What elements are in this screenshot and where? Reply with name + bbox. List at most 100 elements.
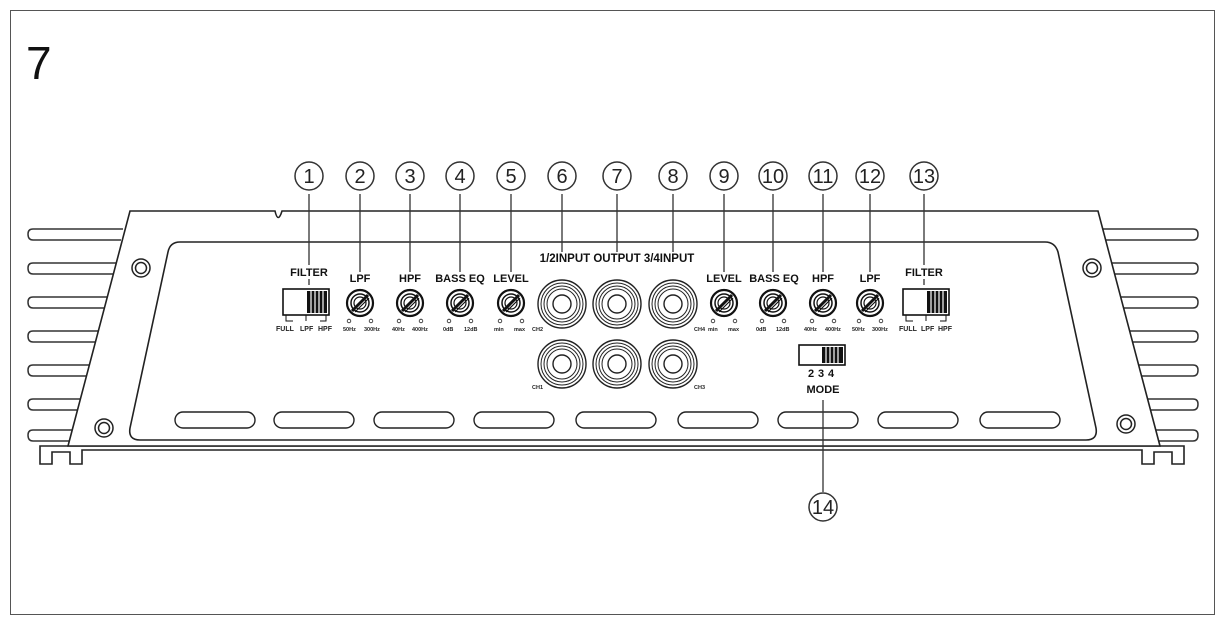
svg-text:6: 6 (556, 166, 567, 188)
callout-14: 14 (808, 492, 838, 522)
label-filter-right: FILTER (905, 267, 943, 279)
vent-slots (174, 411, 1061, 429)
svg-text:FULL: FULL (899, 326, 918, 333)
channel-labels: CH2 CH4 CH1 CH3 (532, 327, 706, 391)
svg-text:max: max (728, 327, 740, 333)
svg-text:0dB: 0dB (756, 327, 766, 333)
svg-text:12dB: 12dB (776, 327, 789, 333)
knob-hpf-left[interactable] (395, 288, 425, 318)
filter-switch-right[interactable]: FULL LPF HPF (899, 288, 953, 333)
callout-8: 8 (658, 161, 688, 191)
svg-text:9: 9 (718, 166, 729, 188)
svg-text:3: 3 (404, 166, 415, 188)
label-lpf-right: LPF (860, 273, 881, 285)
svg-text:12dB: 12dB (464, 327, 477, 333)
label-io-header: 1/2INPUT OUTPUT 3/4INPUT (540, 253, 695, 265)
knob-level-right[interactable] (709, 288, 739, 318)
label-hpf-right: HPF (812, 273, 834, 285)
svg-text:7: 7 (611, 166, 622, 188)
knob-lpf-right[interactable] (855, 288, 885, 318)
rca-jack-ch2[interactable] (537, 279, 587, 329)
svg-text:40Hz: 40Hz (392, 327, 405, 333)
label-hpf-left: HPF (399, 273, 421, 285)
svg-text:3: 3 (818, 368, 824, 380)
knob-level-left[interactable] (496, 288, 526, 318)
callout-7: 7 (602, 161, 632, 191)
callout-3: 3 (395, 161, 425, 191)
callout-2: 2 (345, 161, 375, 191)
rca-jack-ch3[interactable] (648, 339, 698, 389)
heatsink-right (1103, 228, 1199, 442)
rca-jack-ch1[interactable] (537, 339, 587, 389)
rca-jack-output-bottom[interactable] (592, 339, 642, 389)
svg-text:2: 2 (354, 166, 365, 188)
svg-text:11: 11 (813, 166, 834, 188)
control-labels: FILTER LPF HPF BASS EQ LEVEL 1/2INPUT OU… (280, 252, 952, 285)
svg-text:CH1: CH1 (532, 385, 543, 391)
label-bass-eq-left: BASS EQ (435, 273, 485, 285)
svg-text:50Hz: 50Hz (852, 327, 865, 333)
svg-text:HPF: HPF (938, 326, 953, 333)
svg-text:12: 12 (859, 166, 881, 188)
scale-dots (346, 318, 884, 324)
label-bass-eq-right: BASS EQ (749, 273, 799, 285)
figure-number: 7 (26, 37, 52, 89)
callout-6: 6 (547, 161, 577, 191)
callout-1: 1 (294, 161, 324, 191)
svg-text:5: 5 (505, 166, 516, 188)
svg-text:CH4: CH4 (694, 327, 706, 333)
knob-bass-eq-left[interactable] (445, 288, 475, 318)
svg-text:400Hz: 400Hz (412, 327, 428, 333)
label-level-right: LEVEL (706, 273, 742, 285)
screw-top-right (1082, 258, 1102, 278)
scale-texts: 50Hz 300Hz 40Hz 400Hz 0dB 12dB min max m… (343, 327, 888, 333)
label-mode: MODE (807, 384, 840, 396)
callout-12: 12 (855, 161, 885, 191)
svg-text:13: 13 (913, 166, 935, 188)
svg-text:min: min (708, 327, 718, 333)
knob-bass-eq-right[interactable] (758, 288, 788, 318)
knob-hpf-right[interactable] (808, 288, 838, 318)
svg-text:10: 10 (762, 166, 784, 188)
svg-text:max: max (514, 327, 526, 333)
callout-4: 4 (445, 161, 475, 191)
screw-bottom-right (1116, 414, 1136, 434)
screw-bottom-left (94, 418, 114, 438)
label-filter-left: FILTER (290, 267, 328, 279)
callout-13: 13 (909, 161, 939, 191)
callouts: 1 2 3 4 5 6 7 8 9 10 11 12 13 14 (294, 161, 939, 522)
svg-text:14: 14 (812, 497, 834, 519)
callout-10: 10 (758, 161, 788, 191)
figure-frame (10, 10, 1215, 615)
rca-jack-ch4[interactable] (648, 279, 698, 329)
svg-text:4: 4 (454, 166, 465, 188)
svg-text:8: 8 (667, 166, 678, 188)
svg-text:HPF: HPF (318, 326, 333, 333)
rca-jack-output-top[interactable] (592, 279, 642, 329)
svg-text:CH2: CH2 (532, 327, 543, 333)
svg-text:2: 2 (808, 368, 814, 380)
svg-text:40Hz: 40Hz (804, 327, 817, 333)
callout-9: 9 (709, 161, 739, 191)
svg-text:4: 4 (828, 368, 835, 380)
label-level-left: LEVEL (493, 273, 529, 285)
callout-5: 5 (496, 161, 526, 191)
label-lpf-left: LPF (350, 273, 371, 285)
callout-11: 11 (808, 161, 838, 191)
svg-text:300Hz: 300Hz (872, 327, 888, 333)
filter-switch-left[interactable]: FULL LPF HPF (276, 288, 333, 333)
svg-text:CH3: CH3 (694, 385, 705, 391)
screw-top-left (131, 258, 151, 278)
mode-switch[interactable]: 2 3 4 MODE (798, 344, 846, 396)
knob-lpf-left[interactable] (345, 288, 375, 318)
svg-text:LPF: LPF (300, 326, 314, 333)
svg-text:LPF: LPF (921, 326, 935, 333)
svg-text:50Hz: 50Hz (343, 327, 356, 333)
svg-text:0dB: 0dB (443, 327, 453, 333)
svg-text:300Hz: 300Hz (364, 327, 380, 333)
svg-text:400Hz: 400Hz (825, 327, 841, 333)
svg-text:FULL: FULL (276, 326, 295, 333)
svg-text:1: 1 (303, 166, 314, 188)
svg-text:min: min (494, 327, 504, 333)
